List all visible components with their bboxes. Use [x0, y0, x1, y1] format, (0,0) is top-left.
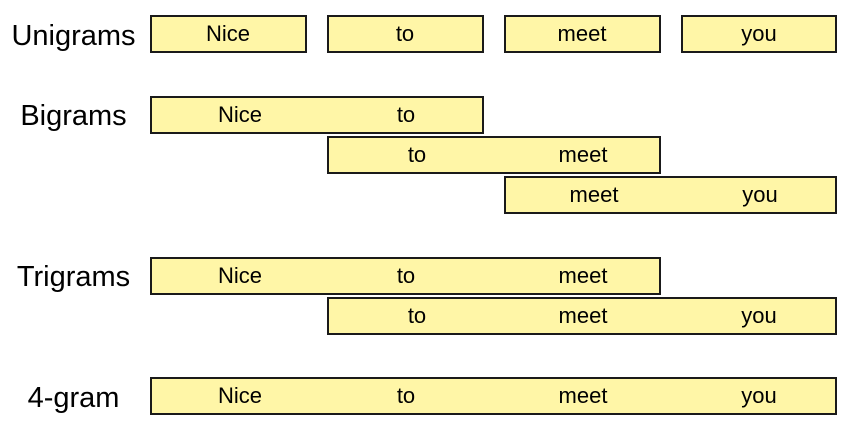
trigram-box: Nice to meet: [150, 257, 661, 295]
trigram-word: meet: [558, 263, 608, 288]
bigram-word: you: [742, 182, 778, 207]
bigram-word: to: [407, 142, 427, 167]
unigram-word: you: [741, 21, 777, 46]
bigram-box: Nice to: [150, 96, 484, 134]
trigram-word: to: [407, 303, 427, 328]
unigram-box: to: [327, 15, 484, 53]
trigram-word: you: [741, 303, 777, 328]
row-label-trigrams: Trigrams: [16, 261, 131, 293]
bigram-word: meet: [569, 182, 619, 207]
trigram-word: Nice: [217, 263, 263, 288]
unigram-box: you: [681, 15, 837, 53]
bigram-word: to: [396, 102, 416, 127]
trigram-word: to: [396, 263, 416, 288]
bigram-word: Nice: [217, 102, 263, 127]
trigram-box: to meet you: [327, 297, 837, 335]
fourgram-word: to: [396, 383, 416, 408]
unigram-box: meet: [504, 15, 661, 53]
unigram-word: Nice: [205, 21, 251, 46]
bigram-word: meet: [558, 142, 608, 167]
row-label-4gram: 4-gram: [27, 382, 120, 414]
fourgram-word: you: [741, 383, 777, 408]
bigram-box: to meet: [327, 136, 661, 174]
row-label-bigrams: Bigrams: [20, 100, 127, 132]
unigram-box: Nice: [150, 15, 307, 53]
bigram-box: meet you: [504, 176, 837, 214]
row-label-unigrams: Unigrams: [11, 20, 136, 52]
trigram-word: meet: [558, 303, 608, 328]
fourgram-word: meet: [558, 383, 608, 408]
unigram-word: to: [395, 21, 415, 46]
unigram-word: meet: [557, 21, 607, 46]
fourgram-box: Nice to meet you: [150, 377, 837, 415]
fourgram-word: Nice: [217, 383, 263, 408]
